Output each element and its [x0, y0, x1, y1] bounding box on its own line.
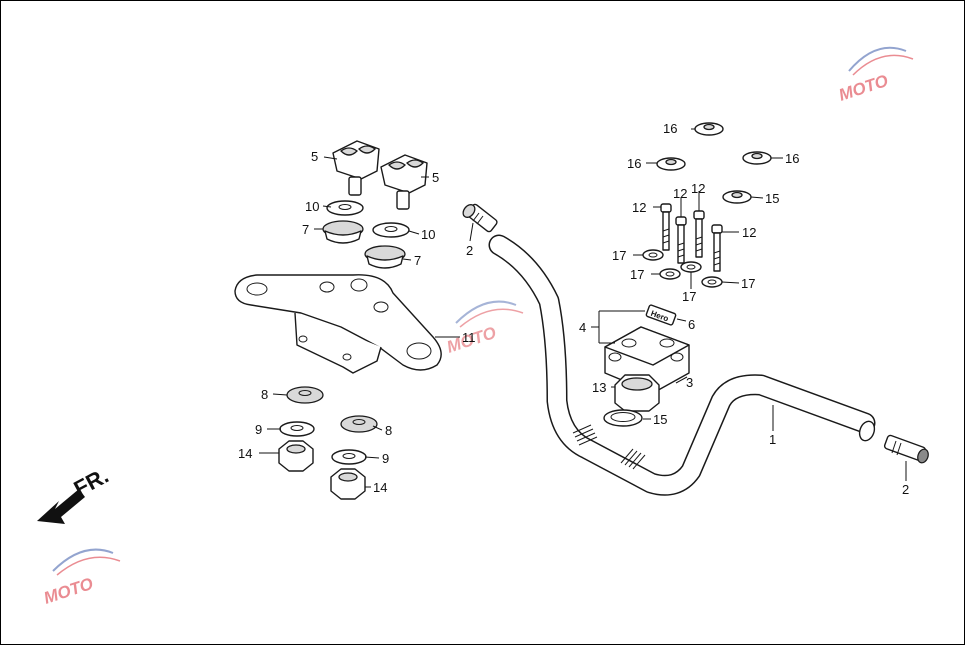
- part-2-bar-weight-left: [462, 203, 498, 233]
- part-15-washer-lower: [603, 409, 643, 427]
- part-10-washer-right: [372, 222, 410, 238]
- callout-8: 8: [385, 423, 392, 438]
- part-10-washer-left: [326, 200, 364, 216]
- callout-14: 14: [373, 480, 387, 495]
- knurl-band-left: [572, 424, 598, 446]
- callout-16: 16: [663, 121, 677, 136]
- part-12-bolt-3: [693, 210, 705, 258]
- part-7-cushion-left: [322, 220, 364, 244]
- callout-8: 8: [261, 387, 268, 402]
- callout-7: 7: [302, 222, 309, 237]
- part-13-cap-nut: [614, 374, 660, 412]
- part-11-top-bridge: [234, 274, 442, 374]
- part-16-cap-right: [742, 151, 772, 165]
- part-5-lower-holder-right: [380, 154, 428, 210]
- callout-7: 7: [414, 253, 421, 268]
- callout-16: 16: [627, 156, 641, 171]
- part-15-washer-upper: [722, 190, 752, 204]
- part-17-washer-1: [642, 249, 664, 261]
- callout-17: 17: [741, 276, 755, 291]
- part-2-bar-weight-right: [883, 434, 929, 464]
- callout-17: 17: [612, 248, 626, 263]
- part-7-cushion-right: [364, 245, 406, 269]
- part-17-washer-4: [701, 276, 723, 288]
- part-12-bolt-2: [675, 216, 687, 264]
- watermark-center: MOTO: [444, 300, 524, 357]
- part-16-cap-left: [656, 157, 686, 171]
- leader-lines: [259, 128, 907, 488]
- part-14-nut-right: [330, 468, 366, 500]
- front-direction-indicator: FR.: [37, 463, 113, 524]
- callout-15: 15: [653, 412, 667, 427]
- watermark-top-right: MOTO: [836, 46, 914, 105]
- watermark-bottom-left: MOTO: [41, 548, 121, 608]
- part-6-hero-badge: Hero: [645, 304, 677, 326]
- front-arrow-icon: [37, 489, 85, 524]
- callout-16: 16: [785, 151, 799, 166]
- callout-12: 12: [673, 186, 687, 201]
- watermark-brand-text: MOTO: [41, 574, 95, 608]
- callout-9: 9: [255, 422, 262, 437]
- callout-17: 17: [682, 289, 696, 304]
- callout-2: 2: [466, 243, 473, 258]
- part-12-bolt-1: [660, 203, 672, 251]
- callout-labels: 5 5 10 10 7 7 11 8 8 9 9 14 14 2 2 1 3 1…: [238, 121, 909, 497]
- part-9-washer-right: [331, 449, 367, 465]
- callout-10: 10: [421, 227, 435, 242]
- callout-3: 3: [686, 375, 693, 390]
- callout-12: 12: [742, 225, 756, 240]
- part-9-washer-left: [279, 421, 315, 437]
- watermark-brand-text: MOTO: [836, 71, 890, 105]
- callout-6: 6: [688, 317, 695, 332]
- part-16-cap-top: [694, 122, 724, 136]
- part-14-nut-left: [278, 440, 314, 472]
- callout-12: 12: [691, 181, 705, 196]
- part-17-washer-3: [680, 261, 702, 273]
- callout-17: 17: [630, 267, 644, 282]
- knurl-band-right: [620, 448, 646, 470]
- callout-11: 11: [462, 330, 476, 345]
- part-5-lower-holder-left: [332, 140, 380, 196]
- callout-5: 5: [311, 149, 318, 164]
- part-8-cushion-left: [286, 386, 324, 404]
- part-12-bolt-4: [711, 224, 723, 272]
- part-17-washer-2: [659, 268, 681, 280]
- callout-9: 9: [382, 451, 389, 466]
- callout-10: 10: [305, 199, 319, 214]
- callout-13: 13: [592, 380, 606, 395]
- callout-14: 14: [238, 446, 252, 461]
- callout-1: 1: [769, 432, 776, 447]
- part-1-handlebar: [488, 234, 876, 496]
- callout-2: 2: [902, 482, 909, 497]
- callout-4: 4: [579, 320, 586, 335]
- callout-12: 12: [632, 200, 646, 215]
- callout-15: 15: [765, 191, 779, 206]
- callout-5: 5: [432, 170, 439, 185]
- part-8-cushion-right: [340, 415, 378, 433]
